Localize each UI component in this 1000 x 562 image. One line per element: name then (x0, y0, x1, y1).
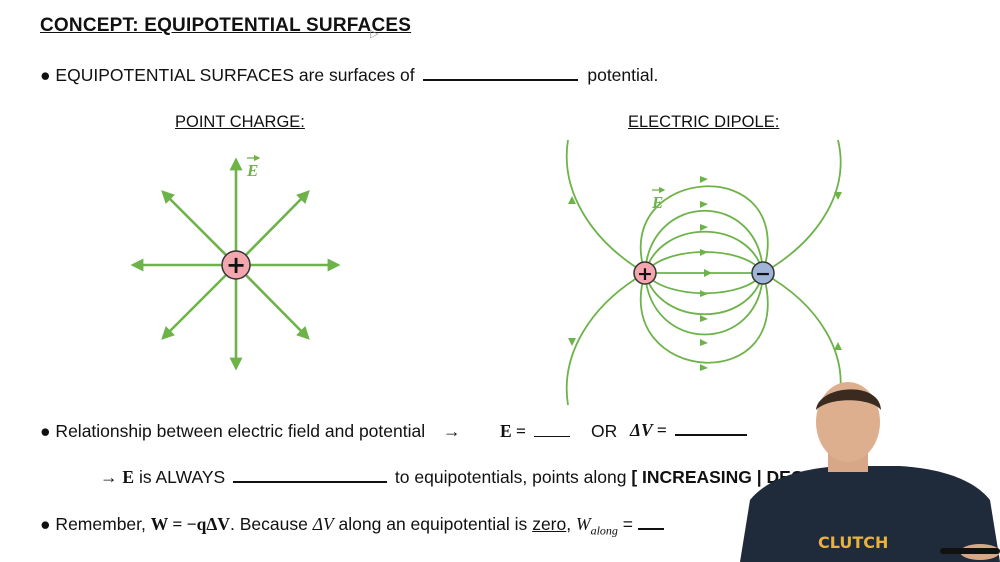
dipole-arc-down-3 (644, 272, 764, 336)
dipole-outer-up-right (762, 139, 842, 274)
presenter-shirt (740, 466, 1000, 562)
to-equip-text: to equipotentials, points along (394, 467, 627, 487)
e-equals: E = (500, 421, 571, 442)
mouse-cursor-icon: ▷ (370, 28, 379, 40)
dipole-outer-up-left (565, 139, 646, 274)
w-subscript: along (590, 523, 618, 538)
work-formula: W = −qΔV (150, 514, 230, 534)
presenter-figure: CLUTCH (740, 382, 1000, 562)
field-arrow-downright (235, 264, 310, 340)
remember-prefix: ● Remember, (40, 514, 146, 534)
e-equals-text: E = (500, 421, 527, 441)
fill-blank-dv[interactable] (675, 420, 748, 436)
point-charge-label: POINT CHARGE: (175, 113, 305, 131)
dipole-outer-down-left (565, 272, 646, 406)
w-symbol: W (575, 514, 591, 534)
definition-prefix: ● EQUIPOTENTIAL SURFACES are surfaces of (40, 65, 415, 85)
dv-equals-text: ΔV = (630, 420, 667, 440)
dipole-arc-up-2 (644, 231, 764, 274)
field-label-dipole: E (651, 193, 663, 212)
dipole-positive-symbol: + (637, 263, 653, 285)
because-text: . Because (230, 514, 308, 534)
w-equals: = (622, 514, 634, 534)
always-text: is ALWAYS (138, 467, 226, 487)
always-arrow: → (100, 467, 118, 487)
fill-blank-w[interactable] (637, 514, 664, 530)
presenter-pen (940, 548, 1000, 554)
dipole-arc-down-2 (644, 272, 764, 315)
always-e-vector: E (122, 467, 135, 487)
presenter-hair (816, 389, 881, 410)
dv-equals: ΔV = (630, 420, 748, 441)
field-label-point: E (246, 161, 258, 180)
comma: , (566, 514, 572, 534)
w-along: Walong (575, 514, 618, 538)
along-text: along an equipotential is (338, 514, 528, 534)
field-arrow-downleft (161, 264, 237, 340)
definition-suffix: potential. (587, 65, 659, 85)
fill-blank-always[interactable] (233, 467, 388, 483)
dipole-arrowheads (568, 176, 842, 371)
remember-dv: ΔV (312, 514, 334, 534)
fill-blank-e[interactable] (534, 427, 571, 437)
dipole-negative-charge (751, 261, 775, 285)
dipole-field-lines (565, 139, 842, 406)
relationship-text: ● Relationship between electric field an… (40, 421, 426, 441)
point-charge-field-lines (130, 157, 341, 371)
dipole-positive-charge (633, 261, 657, 285)
definition-line: ● EQUIPOTENTIAL SURFACES are surfaces of… (40, 65, 658, 86)
fill-blank-1[interactable] (423, 65, 579, 81)
zero-text: zero (532, 514, 567, 534)
dipole-label: ELECTRIC DIPOLE: (628, 113, 780, 131)
field-arrow-upright (235, 190, 310, 266)
relationship-line: ● Relationship between electric field an… (40, 421, 425, 442)
dipole-negative-symbol: − (755, 263, 771, 285)
presenter-video: CLUTCH (740, 380, 1000, 562)
dipole-arc-up-3 (644, 210, 764, 274)
field-arrow-upleft (161, 190, 237, 266)
dipole-arc-up-4 (639, 185, 769, 274)
dipole-arc-down-4 (639, 272, 769, 364)
relationship-arrow: → (443, 421, 461, 441)
positive-charge-symbol: + (226, 251, 246, 279)
positive-charge (221, 250, 251, 280)
remember-line: ● Remember, W = −qΔV. Because ΔV along a… (40, 514, 664, 539)
shirt-logo-text: CLUTCH (818, 533, 888, 552)
page-title: CONCEPT: EQUIPOTENTIAL SURFACES (40, 15, 412, 36)
or-text: OR (591, 421, 618, 441)
